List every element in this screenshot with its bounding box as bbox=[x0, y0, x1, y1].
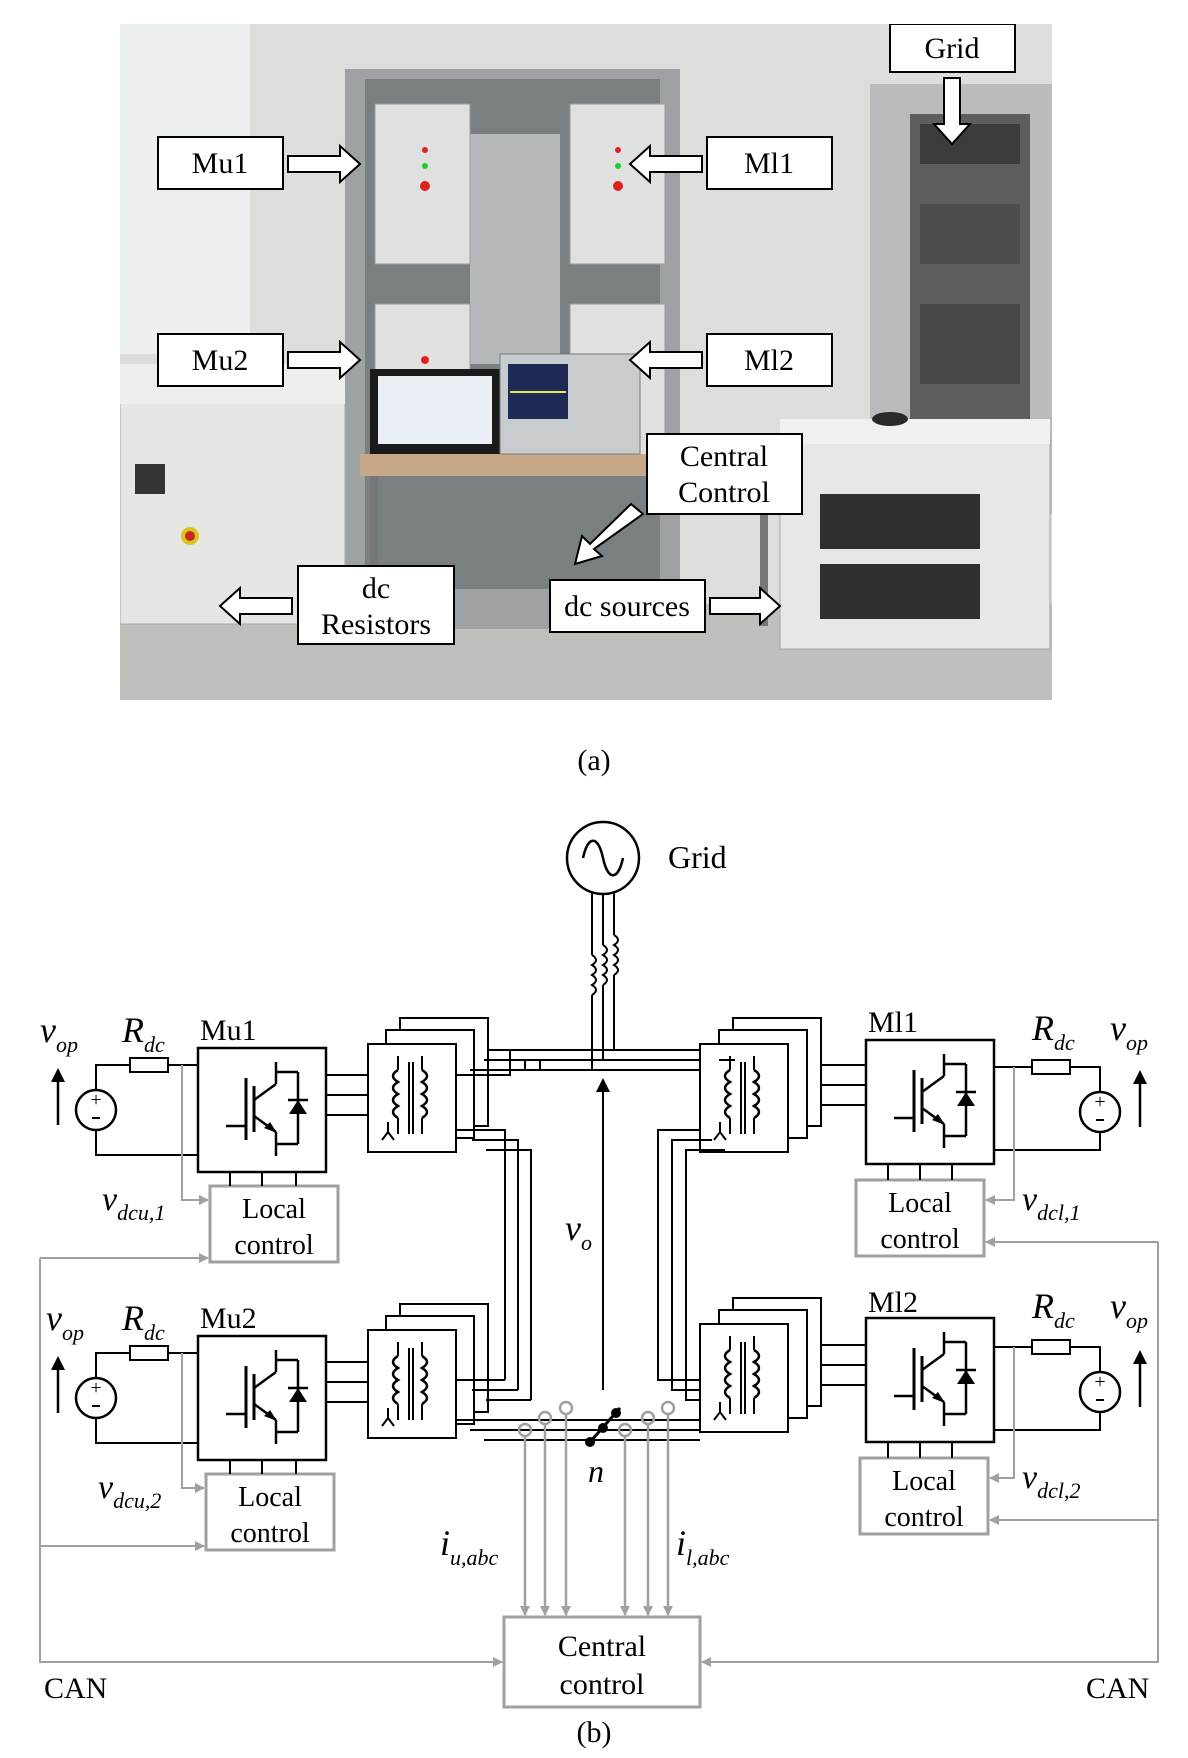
label-grid: Grid bbox=[889, 24, 1016, 73]
svg-text:+: + bbox=[90, 1377, 101, 1399]
svg-text:dc: dc bbox=[362, 572, 390, 605]
arrow-mu2 bbox=[287, 339, 362, 381]
svg-text:Control: Control bbox=[678, 476, 770, 509]
ml1-transformer bbox=[698, 1017, 822, 1154]
label-mu1: Mu1 bbox=[157, 136, 284, 190]
svg-text:+: + bbox=[1094, 1371, 1105, 1393]
mu2-label: Mu2 bbox=[200, 1302, 257, 1335]
svg-text:Local: Local bbox=[888, 1188, 952, 1219]
label-dc-sources: dc sources bbox=[549, 579, 706, 633]
mu1-vdc: vdcu,1 bbox=[102, 1181, 165, 1225]
arrow-dc-resistors bbox=[218, 585, 293, 627]
ml1-vdc: vdcl,1 bbox=[1022, 1181, 1080, 1225]
ml1-module bbox=[864, 1038, 996, 1166]
svg-text:+: + bbox=[1094, 1091, 1105, 1113]
label-ml1: Ml1 bbox=[706, 136, 833, 190]
central-control-block: Central control bbox=[502, 1615, 702, 1709]
svg-text:control: control bbox=[560, 1668, 645, 1701]
arrow-grid bbox=[931, 77, 973, 146]
svg-text:Grid: Grid bbox=[925, 32, 980, 65]
arrow-dc-sources bbox=[709, 585, 782, 627]
arrow-ml2 bbox=[628, 339, 703, 381]
label-mu2: Mu2 bbox=[157, 333, 284, 387]
can-right-label: CAN bbox=[1086, 1672, 1149, 1705]
svg-text:control: control bbox=[884, 1502, 964, 1533]
svg-text:Central: Central bbox=[558, 1630, 646, 1663]
arrow-ml1 bbox=[628, 143, 703, 185]
grid-inductors bbox=[590, 893, 619, 1070]
svg-text:dc sources: dc sources bbox=[564, 590, 690, 623]
can-bus-left bbox=[39, 1253, 503, 1667]
ml1-vop: vop bbox=[1110, 1008, 1148, 1055]
label-ml2: Ml2 bbox=[706, 333, 833, 387]
ml2-dc-source: + bbox=[994, 1339, 1147, 1431]
svg-text:Resistors: Resistors bbox=[321, 608, 431, 641]
mouse bbox=[872, 412, 908, 426]
ml2-vop: vop bbox=[1110, 1286, 1148, 1333]
mu2-dc-source: + bbox=[51, 1345, 198, 1444]
ml2-transformer bbox=[698, 1297, 822, 1434]
can-bus-right bbox=[701, 1237, 1159, 1667]
ml2-vdc: vdcl,2 bbox=[1022, 1459, 1080, 1503]
svg-text:Ml1: Ml1 bbox=[744, 147, 794, 180]
mu2-vop: vop bbox=[46, 1298, 84, 1345]
ml1-dc-source: + bbox=[994, 1059, 1147, 1151]
rack-back-plate bbox=[470, 134, 560, 364]
svg-text:Local: Local bbox=[892, 1466, 956, 1497]
svg-text:Ml2: Ml2 bbox=[744, 344, 794, 377]
arrow-mu1 bbox=[287, 143, 362, 185]
ml2-module bbox=[864, 1316, 996, 1444]
svg-text:control: control bbox=[230, 1518, 310, 1549]
can-left-label: CAN bbox=[44, 1672, 107, 1705]
lab-setup-photo: Mu1 Ml1 Mu2 Ml2 Grid Central Control dc … bbox=[120, 24, 1052, 700]
svg-text:Central: Central bbox=[680, 440, 768, 473]
mu2-transformer bbox=[366, 1303, 489, 1440]
grid-source bbox=[565, 820, 641, 896]
svg-text:Mu2: Mu2 bbox=[192, 344, 249, 377]
neutral-point bbox=[585, 1407, 622, 1447]
mu1-dc-source: + bbox=[51, 1057, 198, 1156]
mu2-rdc: Rdc bbox=[121, 1298, 165, 1345]
current-sensors bbox=[517, 1400, 676, 1616]
arrow-central-control bbox=[573, 502, 645, 566]
svg-text:control: control bbox=[234, 1230, 314, 1261]
iu-label: iu,abc bbox=[440, 1523, 499, 1570]
ml2-rdc: Rdc bbox=[1031, 1286, 1075, 1333]
label-dc-resistors: dc Resistors bbox=[297, 565, 455, 645]
mu1-module bbox=[196, 1046, 328, 1174]
ml1-rdc: Rdc bbox=[1031, 1008, 1075, 1055]
svg-text:control: control bbox=[880, 1224, 960, 1255]
ml2-local-control: Local control bbox=[858, 1347, 1015, 1536]
ml2-label: Ml2 bbox=[868, 1286, 918, 1319]
mu1-label: Mu1 bbox=[200, 1014, 257, 1047]
grid-label: Grid bbox=[668, 839, 727, 875]
mu2-module bbox=[196, 1334, 328, 1462]
mu2-vdc: vdcu,2 bbox=[98, 1469, 161, 1513]
label-central-control: Central Control bbox=[646, 433, 803, 515]
il-label: il,abc bbox=[676, 1523, 730, 1570]
system-schematic: Grid vo Mu1 bbox=[39, 820, 1159, 1709]
svg-text:+: + bbox=[90, 1089, 101, 1111]
ml1-label: Ml1 bbox=[868, 1006, 918, 1039]
svg-text:Mu1: Mu1 bbox=[192, 147, 249, 180]
vo-label: vo bbox=[565, 1208, 592, 1255]
svg-text:Local: Local bbox=[242, 1194, 306, 1225]
mu1-local-control: Local control bbox=[181, 1065, 340, 1264]
mu1-transformer bbox=[366, 1017, 489, 1154]
ml1-local-control: Local control bbox=[854, 1067, 1015, 1258]
svg-text:Local: Local bbox=[238, 1482, 302, 1513]
neutral-label: n bbox=[588, 1453, 604, 1489]
caption-b: (b) bbox=[576, 1716, 612, 1749]
mu1-vop: vop bbox=[40, 1010, 78, 1057]
mu1-rdc: Rdc bbox=[121, 1010, 165, 1057]
mu2-local-control: Local control bbox=[181, 1353, 336, 1552]
caption-a: (a) bbox=[577, 744, 611, 777]
